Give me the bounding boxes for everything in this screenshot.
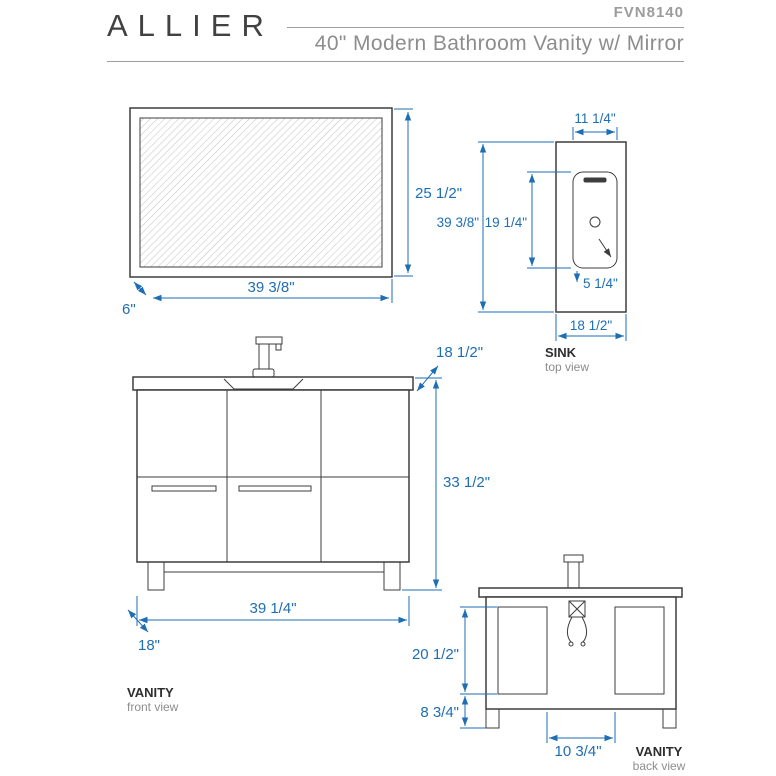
vanity-front-counter-depth-value: 18 1/2": [436, 344, 483, 361]
sink-counter-length-value: 39 3/8": [437, 215, 480, 230]
sink-drawing: [555, 141, 627, 313]
vanity-front-depth-value: 18": [138, 637, 160, 654]
mirror-depth-value: 6": [122, 301, 136, 318]
product-title: ALLIER: [107, 8, 274, 43]
product-subtitle: 40" Modern Bathroom Vanity w/ Mirror: [314, 32, 684, 55]
vanity-front-width-value: 39 1/4": [249, 600, 296, 617]
vanity-back-drawing: [478, 554, 683, 729]
vanity-back-view-label: back view: [633, 759, 686, 773]
sink-basin-length-dimension: 19 1/4": [485, 171, 571, 269]
door-handle: [238, 485, 312, 492]
overflow-slot: [583, 177, 607, 183]
plumbing-icon: [566, 600, 588, 647]
vanity-back-center-dimension: 10 3/4": [546, 712, 616, 760]
sink-basin-width-value: 11 1/4": [574, 111, 616, 126]
vanity-back-title: VANITY: [636, 744, 683, 759]
drain-hole: [589, 216, 601, 228]
sink-counter-width-dimension: 18 1/2": [555, 314, 627, 341]
vanity-front-title: VANITY: [127, 685, 174, 700]
mirror-drawing: [129, 107, 393, 278]
faucet-icon: [252, 336, 283, 378]
vanity-front-drawing: [132, 336, 414, 591]
vanity-front-caption: VANITY front view: [127, 685, 179, 714]
sink-basin-length-value: 19 1/4": [485, 215, 528, 230]
door-handle: [151, 485, 217, 492]
vanity-back-toe-value: 8 3/4": [420, 704, 459, 721]
vanity-back-opening-value: 20 1/2": [412, 646, 459, 663]
depth-pointer-icon: [598, 238, 612, 258]
vanity-front-counter-depth-dimension: 18 1/2": [416, 344, 483, 392]
sink-basin-width-dimension: 11 1/4": [572, 111, 618, 140]
vanity-front-height-value: 33 1/2": [443, 474, 490, 491]
header-divider: [287, 27, 684, 28]
model-number: FVN8140: [613, 4, 684, 21]
vanity-back-caption: VANITY back view: [633, 744, 686, 773]
sink-view-label: top view: [545, 360, 589, 374]
mirror-height-value: 25 1/2": [415, 185, 462, 202]
vanity-front-depth-dimension: 18": [127, 609, 160, 654]
vanity-front-width-dimension: 39 1/4": [136, 596, 410, 626]
vanity-front-height-dimension: 33 1/2": [402, 377, 490, 591]
mirror-width-value: 39 3/8": [247, 279, 294, 296]
header-divider: [107, 61, 684, 62]
sink-counter-width-value: 18 1/2": [570, 318, 613, 333]
sink-counter-length-dimension: 39 3/8": [437, 141, 554, 313]
faucet-back-icon: [563, 554, 584, 589]
vanity-front-view-label: front view: [127, 700, 179, 714]
vanity-back-center-value: 10 3/4": [554, 743, 601, 760]
sink-title: SINK: [545, 345, 577, 360]
sink-basin-depth-value: 5 1/4": [583, 276, 618, 291]
mirror-width-dimension: 39 3/8": [153, 279, 393, 303]
mirror-height-dimension: 25 1/2": [394, 108, 462, 277]
sink-caption: SINK top view: [545, 345, 589, 374]
sink-depth-dimension: 5 1/4": [573, 271, 618, 291]
mirror-depth-dimension: 6": [122, 281, 147, 318]
vanity-back-opening-dimension: 20 1/2": [412, 606, 497, 695]
vanity-back-toe-dimension: 8 3/4": [420, 696, 486, 729]
